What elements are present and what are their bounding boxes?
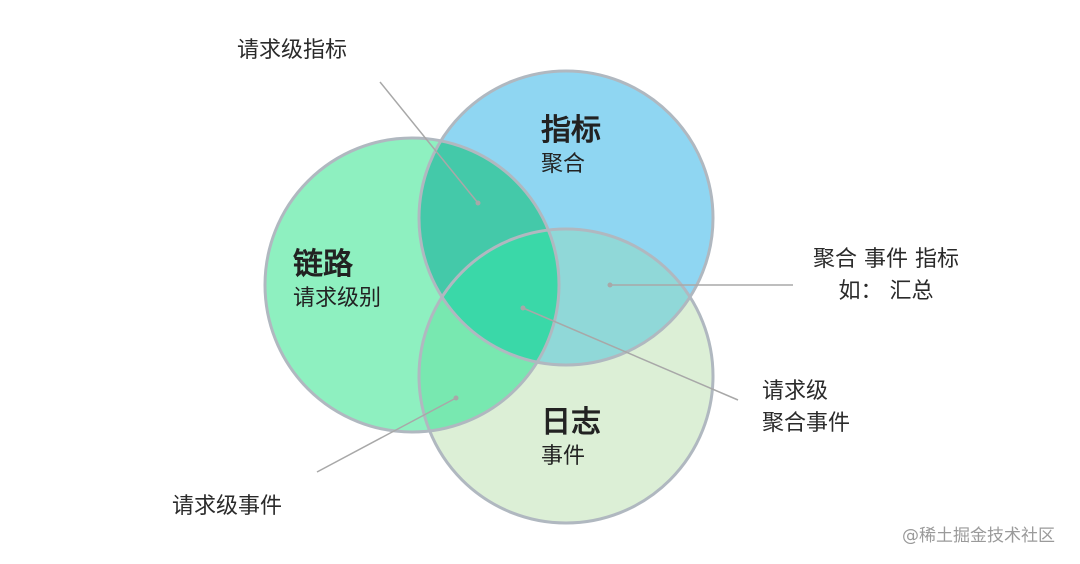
watermark: @稀土掘金技术社区 bbox=[902, 526, 1055, 546]
metrics-logs-pointer-dot bbox=[607, 282, 613, 288]
metrics-subtitle: 聚合 bbox=[541, 152, 586, 177]
center-annotation-line-2: 聚合事件 bbox=[762, 411, 851, 436]
links-logs-annotation: 请求级事件 bbox=[172, 494, 283, 519]
metrics-title: 指标 bbox=[541, 113, 601, 148]
logs-circle-outline bbox=[417, 227, 715, 525]
links-metrics-pointer-line bbox=[379, 81, 479, 204]
metrics-logs-annotation: 聚合 事件 指标 如： 汇总 bbox=[798, 244, 974, 308]
links-metrics-annotation: 请求级指标 bbox=[237, 38, 348, 63]
center-annotation: 请求级 聚合事件 bbox=[762, 376, 850, 440]
logs-subtitle: 事件 bbox=[541, 444, 586, 469]
center-pointer-dot bbox=[520, 305, 526, 311]
metrics-logs-annotation-line-2: 如： 汇总 bbox=[838, 279, 934, 304]
links-metrics-pointer-dot bbox=[475, 200, 481, 206]
links-logs-pointer-dot bbox=[453, 395, 459, 401]
center-pointer-line bbox=[522, 307, 739, 401]
links-subtitle: 请求级别 bbox=[293, 286, 382, 311]
links-circle-outline bbox=[263, 136, 561, 434]
links-logs-pointer-line bbox=[316, 397, 457, 473]
metrics-logs-annotation-line-1: 聚合 事件 指标 bbox=[813, 247, 959, 272]
center-annotation-line-1: 请求级 bbox=[762, 379, 829, 404]
links-title: 链路 bbox=[293, 247, 353, 282]
logs-title: 日志 bbox=[541, 405, 601, 440]
center-overlap bbox=[419, 229, 559, 365]
metrics-circle-outline bbox=[417, 69, 715, 367]
